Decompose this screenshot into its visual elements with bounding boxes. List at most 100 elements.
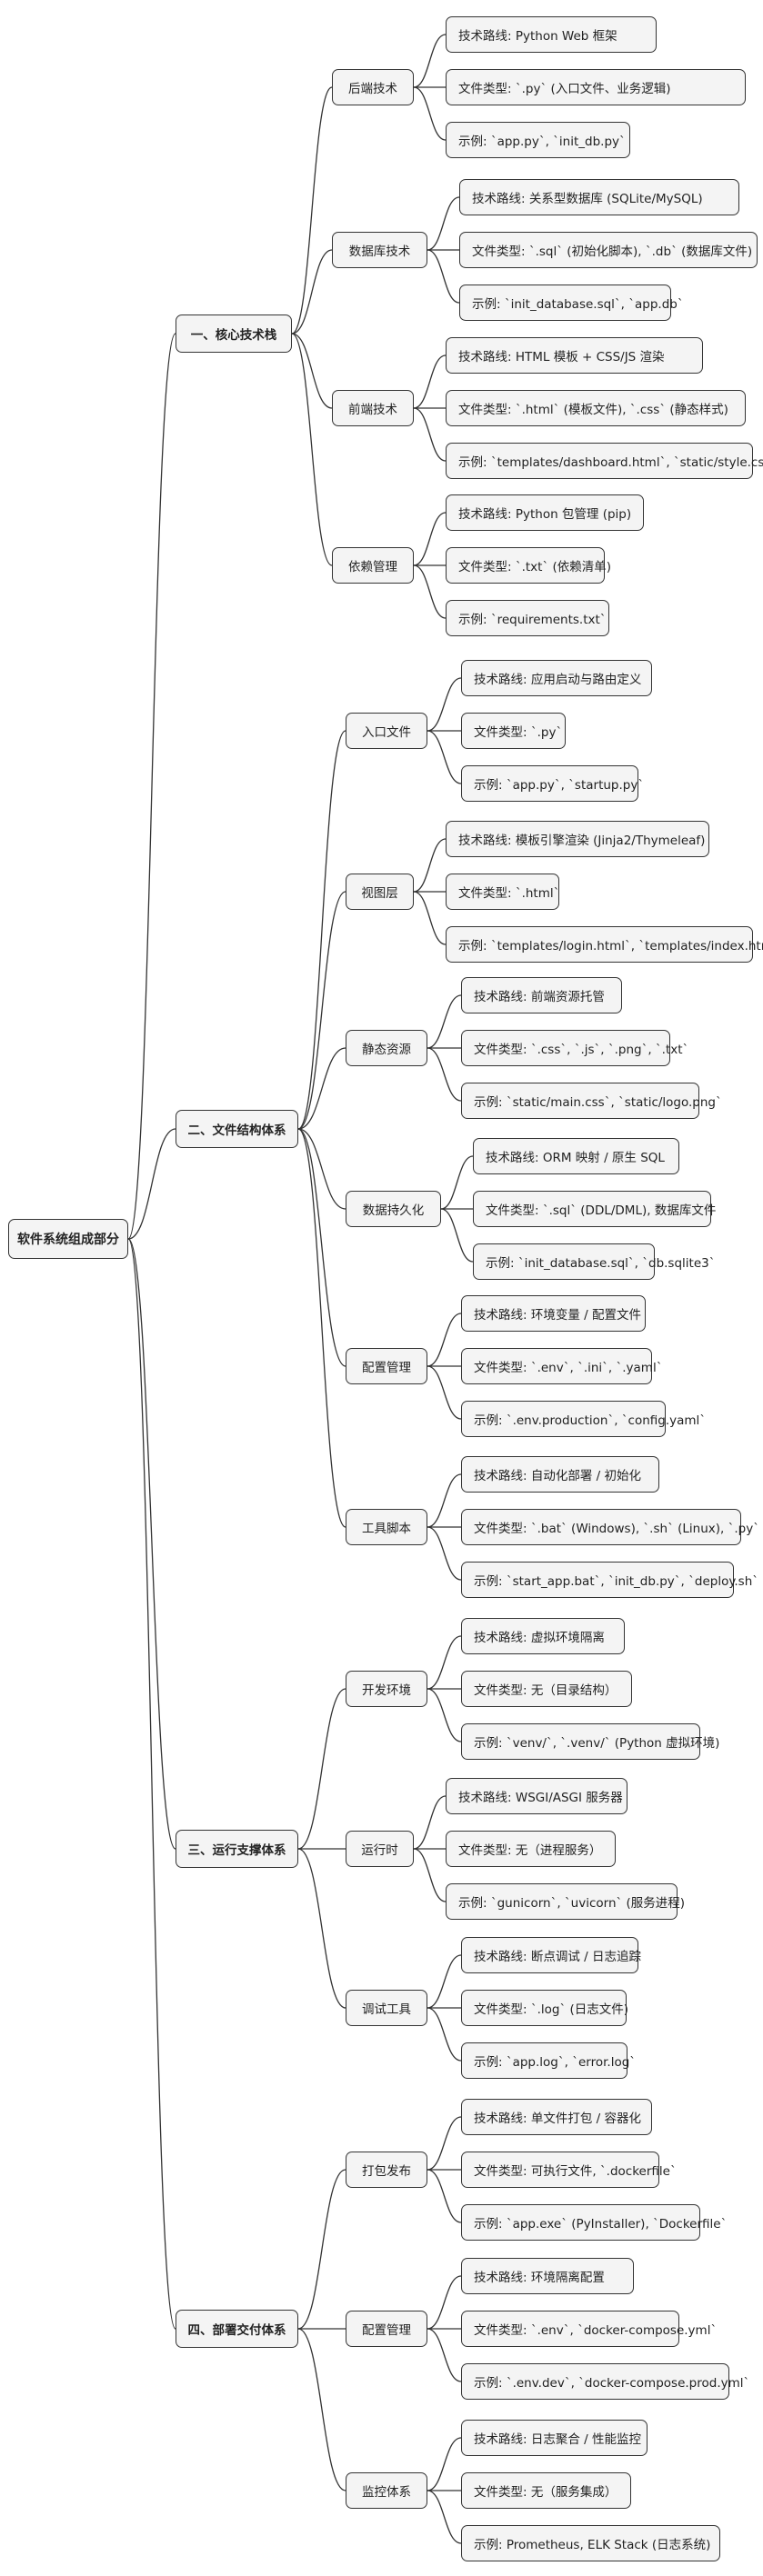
group-node: 视图层 xyxy=(346,874,414,910)
connector-line xyxy=(127,333,176,1240)
leaf-node: 技术路线: 关系型数据库 (SQLite/MySQL) xyxy=(459,179,739,215)
group-node: 配置管理 xyxy=(346,2311,427,2347)
connector-line xyxy=(413,1795,447,1850)
group-node: 运行时 xyxy=(346,1831,414,1867)
connector-line xyxy=(427,1313,462,1367)
leaf-node: 文件类型: `.py` xyxy=(461,713,566,749)
connector-line xyxy=(413,407,447,462)
group-node: 工具脚本 xyxy=(346,1509,427,1545)
connector-line xyxy=(291,86,333,334)
branch-node-1: 一、核心技术栈 xyxy=(176,315,292,353)
leaf-node: 技术路线: 自动化部署 / 初始化 xyxy=(461,1456,659,1493)
leaf-node: 示例: `init_database.sql`, `db.sqlite3` xyxy=(473,1243,715,1280)
leaf-node: 文件类型: 无（服务集成） xyxy=(461,2472,631,2509)
connector-line xyxy=(297,1128,346,1367)
group-node: 打包发布 xyxy=(346,2152,427,2188)
branch-node-4: 四、部署交付体系 xyxy=(176,2310,298,2348)
connector-line xyxy=(291,249,333,334)
connector-line xyxy=(427,994,462,1049)
connector-line xyxy=(297,1047,346,1130)
leaf-node: 示例: `gunicorn`, `uvicorn` (服务进程) xyxy=(446,1883,685,1920)
leaf-node: 文件类型: `.css`, `.js`, `.png`, `.txt` xyxy=(461,1030,688,1066)
connector-line xyxy=(297,891,346,1130)
connector-line xyxy=(427,730,462,784)
leaf-node: 示例: `app.log`, `error.log` xyxy=(461,2042,636,2079)
leaf-node: 技术路线: 虚拟环境隔离 xyxy=(461,1618,625,1654)
leaf-node: 文件类型: `.env`, `docker-compose.yml` xyxy=(461,2311,717,2347)
group-node: 入口文件 xyxy=(346,713,427,749)
leaf-node: 示例: `app.py`, `startup.py` xyxy=(461,765,644,802)
connector-line xyxy=(427,2007,462,2062)
connector-line xyxy=(427,1047,462,1102)
connector-line xyxy=(413,564,447,619)
root-node: 软件系统组成部分 xyxy=(8,1219,128,1259)
leaf-node: 示例: `.env.production`, `config.yaml` xyxy=(461,1401,706,1437)
branch-node-2: 二、文件结构体系 xyxy=(176,1110,298,1148)
leaf-node: 示例: `app.exe` (PyInstaller), `Dockerfile… xyxy=(461,2204,727,2241)
group-node: 静态资源 xyxy=(346,1030,427,1066)
connector-line xyxy=(427,2116,462,2171)
connector-line xyxy=(413,1848,447,1902)
group-node: 数据库技术 xyxy=(332,232,427,268)
connector-line xyxy=(427,2490,462,2544)
connector-line xyxy=(427,2328,462,2382)
connector-line xyxy=(297,2169,346,2330)
connector-line xyxy=(427,1473,462,1528)
leaf-node: 文件类型: 可执行文件, `.dockerfile` xyxy=(461,2152,677,2188)
connector-line xyxy=(413,86,447,141)
leaf-node: 技术路线: 环境变量 / 配置文件 xyxy=(461,1295,646,1332)
connector-line xyxy=(291,333,333,566)
leaf-node: 示例: `start_app.bat`, `init_db.py`, `depl… xyxy=(461,1562,758,1598)
leaf-node: 技术路线: 断点调试 / 日志追踪 xyxy=(461,1937,641,1973)
leaf-node: 技术路线: Python Web 框架 xyxy=(446,16,657,53)
connector-line xyxy=(127,1238,176,2330)
connector-line xyxy=(427,1526,462,1581)
connector-line xyxy=(413,354,447,409)
leaf-node: 技术路线: Python 包管理 (pip) xyxy=(446,494,644,531)
connector-line xyxy=(127,1238,176,1850)
leaf-node: 示例: `static/main.css`, `static/logo.png` xyxy=(461,1083,722,1119)
leaf-node: 技术路线: 模板引擎渲染 (Jinja2/Thymeleaf) xyxy=(446,821,709,857)
leaf-node: 示例: `app.py`, `init_db.py` xyxy=(446,122,630,158)
branch-node-3: 三、运行支撑体系 xyxy=(176,1830,298,1868)
connector-line xyxy=(297,1128,346,1528)
leaf-node: 文件类型: `.sql` (DDL/DML), 数据库文件 xyxy=(473,1191,716,1227)
connector-line xyxy=(427,1954,462,2009)
leaf-node: 文件类型: `.html` xyxy=(446,874,559,910)
connector-line xyxy=(427,2169,462,2223)
connector-line xyxy=(427,1635,462,1690)
connector-line xyxy=(427,2437,462,2491)
leaf-node: 示例: `venv/`, `.venv/` (Python 虚拟环境) xyxy=(461,1723,719,1760)
leaf-node: 示例: `requirements.txt` xyxy=(446,600,609,636)
leaf-node: 文件类型: 无（目录结构） xyxy=(461,1671,632,1707)
group-node: 开发环境 xyxy=(346,1671,427,1707)
connector-line xyxy=(297,1128,346,1210)
connector-line xyxy=(413,891,447,945)
connector-line xyxy=(297,1688,346,1850)
group-node: 前端技术 xyxy=(332,390,414,426)
leaf-node: 文件类型: 无（进程服务） xyxy=(446,1831,616,1867)
connector-line xyxy=(413,838,447,893)
leaf-node: 技术路线: ORM 映射 / 原生 SQL xyxy=(473,1138,679,1174)
connector-line xyxy=(297,730,346,1130)
connector-line xyxy=(291,333,333,409)
connector-line xyxy=(297,2328,346,2491)
leaf-node: 技术路线: WSGI/ASGI 服务器 xyxy=(446,1778,627,1814)
group-node: 配置管理 xyxy=(346,1348,427,1384)
connector-line xyxy=(427,2275,462,2330)
leaf-node: 文件类型: `.txt` (依赖清单) xyxy=(446,547,611,584)
connector-line xyxy=(127,1128,176,1240)
leaf-node: 文件类型: `.sql` (初始化脚本), `.db` (数据库文件) xyxy=(459,232,758,268)
leaf-node: 技术路线: 日志聚合 / 性能监控 xyxy=(461,2420,648,2456)
leaf-node: 示例: `templates/dashboard.html`, `static/… xyxy=(446,443,763,479)
leaf-node: 技术路线: 应用启动与路由定义 xyxy=(461,660,652,696)
connector-line xyxy=(427,1688,462,1742)
leaf-node: 示例: `templates/login.html`, `templates/i… xyxy=(446,926,763,963)
leaf-node: 文件类型: `.bat` (Windows), `.sh` (Linux), `… xyxy=(461,1509,759,1545)
leaf-node: 文件类型: `.py` (入口文件、业务逻辑) xyxy=(446,69,746,105)
leaf-node: 文件类型: `.html` (模板文件), `.css` (静态样式) xyxy=(446,390,746,426)
connector-line xyxy=(413,34,447,88)
leaf-node: 示例: `.env.dev`, `docker-compose.prod.yml… xyxy=(461,2363,749,2400)
leaf-node: 技术路线: 单文件打包 / 容器化 xyxy=(461,2099,652,2135)
